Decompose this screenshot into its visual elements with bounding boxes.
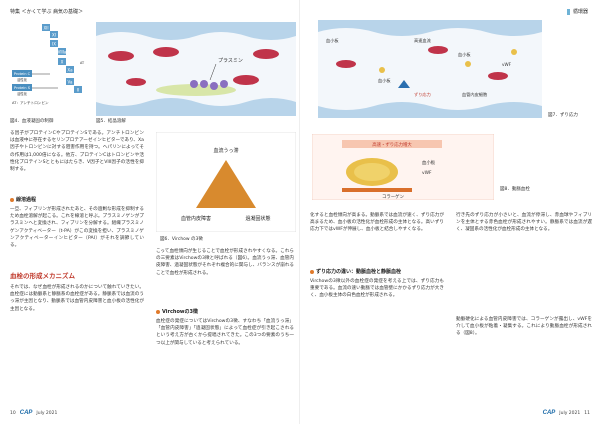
cap-logo-right: CAP (542, 410, 556, 416)
blood-stasis-label: 高速血流 (414, 37, 432, 44)
left-footer: 10 CAP July 2021 (10, 410, 57, 416)
coagulation-cascade-diagram: XII XI IX VIIIa X Xa Va II Protein C 活性化… (12, 24, 85, 105)
factor-xii-label: XII (43, 26, 48, 31)
platelet-left-label: 血小板 (326, 37, 339, 44)
right-col1-text2: Virchowの3徴以外の血栓症の発症を考える上では、ずり応力も重要である。血流… (310, 279, 444, 299)
right-footer: CAP July 2021 11 (543, 410, 590, 416)
virchow-top-label: 血流うっ滞 (213, 147, 238, 154)
section-marker (566, 8, 570, 15)
left-col1-text: る因子がプロテインCやプロテインSである。アンチトロンビンは血液中に存在するセリ… (10, 131, 144, 173)
factor-va-label: Va (68, 80, 73, 85)
factor-xi-label: XI (52, 33, 56, 38)
platelet-top-label: 血小板 (458, 51, 471, 58)
figure-7: 血小板 高速血流 血小板 血小板 ずり応力 血管内皮細胞 vWF (318, 20, 542, 118)
figure-8: 高速・ずり応力増大 vWF 血小板 コラーゲン (311, 133, 495, 201)
figure-6: 血流うっ滞 血管内皮障害 過凝固状態 (155, 131, 297, 233)
bullet-icon (156, 309, 160, 314)
virchow-right-label: 過凝固状態 (245, 215, 270, 222)
vwf-label-fig8: vWF (422, 170, 432, 176)
right-col2-text: 行き先のずり応力が小さいと、血流が停滞し、赤血球やフィブリンを主体とする赤色血栓… (456, 213, 592, 233)
left-col1-text3: それでは、なぜ血栓が形成されるのかについて触れていきたい。血栓症には動脈系と静脈… (10, 285, 144, 312)
left-col1-text2: 一旦、フィブリンが形成されたあと、その過剰な形成を抑制するため血栓溶解が起こる。… (10, 207, 144, 249)
bullet-icon (10, 197, 14, 202)
factor-xa-label: Xa (67, 68, 73, 73)
shear-heading-text: ずり応力の違い：動脈血栓と静脈血栓 (316, 269, 402, 275)
bullet-icon (310, 269, 314, 274)
endothelium-label: 血管内皮細胞 (462, 91, 488, 98)
factor-ii-label: II (77, 88, 79, 93)
at-short-label: AT (80, 61, 85, 65)
figure-6-caption: 図6．Virchow の3徴 (160, 237, 203, 242)
virchow-heading-text: Virchowの3徴 (162, 309, 199, 315)
figure-5: プラスミン (96, 22, 296, 116)
right-footer-issue: July 2021 (559, 410, 581, 416)
factor-x-label: X (61, 60, 64, 65)
thrombus-section-heading: 血栓の形成メカニズム (10, 272, 75, 280)
fibrinolysis-heading: 線溶過程 (10, 196, 36, 203)
left-page-number: 10 (10, 410, 16, 416)
figure-4: XII XI IX VIIIa X Xa Va II Protein C 活性化… (8, 22, 96, 112)
shear-stress-diagram: 血小板 高速血流 血小板 血小板 ずり応力 血管内皮細胞 vWF (318, 20, 542, 118)
right-page-number: 11 (584, 410, 590, 416)
fibrinolysis-heading-text: 線溶過程 (16, 197, 37, 203)
platelet-label-fig8: 血小板 (422, 159, 436, 166)
shear-label: ずり応力 (414, 91, 431, 98)
figure-8-caption: 図8．動脈血栓 (500, 187, 530, 192)
vwf-label-fig7: vWF (502, 62, 512, 67)
left-col2-text: こって血栓傾向が生じることで血栓が形成されやすくなる。これらの三要素はVirch… (156, 249, 294, 276)
cap-logo: CAP (19, 410, 33, 416)
running-header-right-text: 循環器 (572, 9, 588, 15)
left-footer-issue: July 2021 (36, 410, 58, 416)
right-col2-text2: 動脈硬化による血管内皮障害では、コラーゲンが露出し、vWFを介して血小板が粘着・… (456, 317, 592, 337)
right-page: 循環器 血小板 高速血流 血小板 血小板 ずり応力 血管内皮細胞 vWF (300, 0, 600, 424)
factor-ix-label: IX (52, 42, 56, 47)
factor-viiia-label: VIIIa (58, 50, 67, 55)
collagen-label: コラーゲン (382, 193, 405, 200)
figure-7-caption: 図7．ずり応力 (548, 113, 578, 118)
left-page: 特集 ＜かくて学ぶ 病気の基礎＞ XII XI IX VIIIa X (8, 9, 297, 416)
shear-heading: ずり応力の違い：動脈血栓と静脈血栓 (310, 268, 401, 275)
figure-4-caption: 図4．血液凝固の制御 (10, 119, 54, 124)
fibrinolysis-diagram: プラスミン (96, 22, 296, 116)
left-col2-text2: 血栓症の発症についてはVirchowの3徴、すなわち「血流うっ滞」「血管内皮障害… (156, 319, 294, 346)
virchow-left-label: 血管内皮障害 (181, 215, 211, 222)
protein-s-label: Protein S (14, 86, 31, 90)
virchow-heading: Virchowの3徴 (156, 308, 198, 315)
right-col1-text: 化すると血栓傾向が高まる。動脈系では血流が速く、ずり応力が高まるため、血小板の活… (310, 213, 444, 233)
protein-c-sub-label: 活性化 (17, 77, 28, 82)
running-header-right: 循環器 (566, 8, 588, 15)
arterial-thrombus-diagram: 高速・ずり応力増大 vWF 血小板 コラーゲン (311, 133, 495, 201)
virchow-triad-diagram: 血流うっ滞 血管内皮障害 過凝固状態 (155, 131, 297, 233)
platelet-label: 血小板 (378, 77, 391, 84)
at-legend-label: AT：アンチトロンビン (12, 100, 49, 105)
running-header-left: 特集 ＜かくて学ぶ 病気の基礎＞ (10, 9, 84, 15)
high-shear-label: 高速・ずり応力増大 (372, 141, 412, 148)
protein-c-label: Protein C (14, 72, 31, 76)
protein-s-sub-label: 活性化 (17, 91, 28, 96)
plasmin-label: プラスミン (218, 58, 243, 64)
figure-5-caption: 図5．結晶溶解 (96, 119, 126, 124)
